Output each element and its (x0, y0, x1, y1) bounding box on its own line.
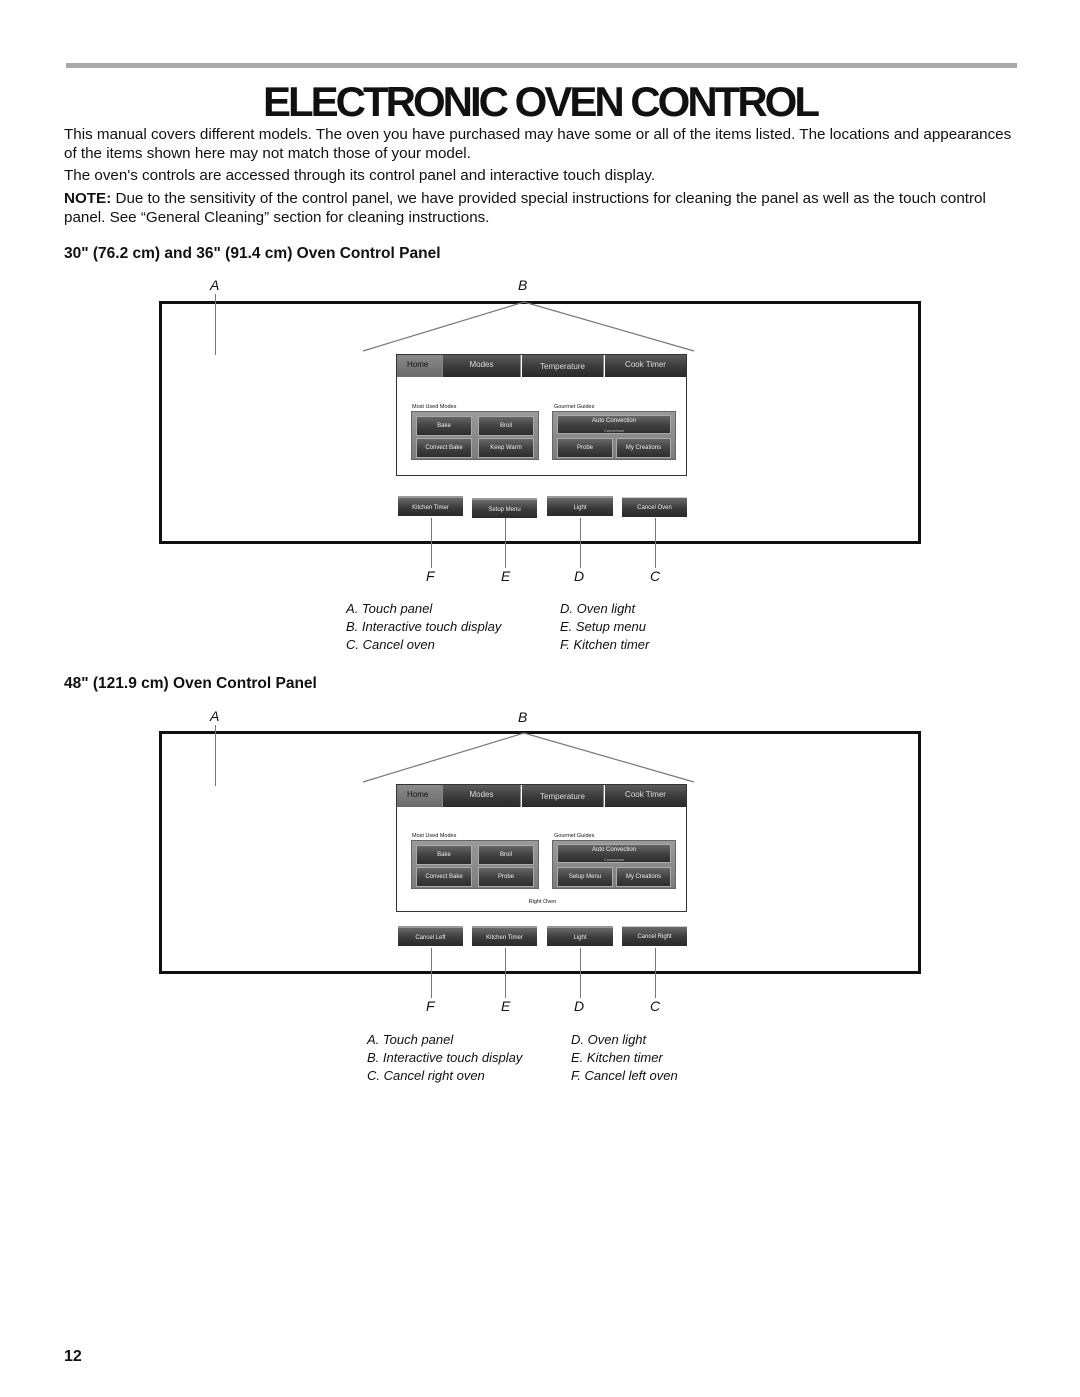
panel48-legend-c: C. Cancel right oven (367, 1068, 485, 1083)
panel48-right-oven-label: Right Oven (528, 899, 557, 905)
panel48-my-creations-button[interactable]: My Creations (616, 867, 671, 887)
panel48-gourmet-label: Gourmet Guides (554, 833, 595, 839)
panel30-label-e: E (501, 568, 511, 584)
panel48-label-c: C (650, 998, 661, 1014)
panel30-heading: 30" (76.2 cm) and 36" (91.4 cm) Oven Con… (64, 245, 441, 262)
panel48-leader-c (655, 948, 656, 998)
panel48-conversion-label: Conversion (603, 857, 625, 862)
panel48-probe-button[interactable]: Probe (478, 867, 534, 887)
panel30-touch-display: Home Modes Temperature Cook Timer Most U… (396, 354, 687, 476)
page-title: ELECTRONIC OVEN CONTROL (262, 78, 820, 125)
panel48-kitchen-timer-button[interactable]: Kitchen Timer (472, 926, 537, 946)
panel30-broil-button[interactable]: Broil (478, 416, 534, 436)
panel30-leader-b (362, 301, 695, 352)
note-text: Due to the sensitivity of the control pa… (64, 190, 986, 226)
panel30-kitchen-timer-button[interactable]: Kitchen Timer (398, 496, 463, 516)
panel48-setup-menu-button[interactable]: Setup Menu (557, 867, 613, 887)
panel30-legend-d: D. Oven light (560, 601, 636, 616)
panel30-cancel-oven-button[interactable]: Cancel Oven (622, 497, 687, 517)
panel48-tab-modes[interactable]: Modes (443, 785, 521, 807)
panel48-auto-convection-button[interactable]: Auto Convection Conversion (557, 844, 671, 863)
panel30-tab-temperature[interactable]: Temperature (522, 355, 604, 377)
panel48-most-used-label: Most Used Modes (412, 833, 457, 839)
panel48-cancel-left-button[interactable]: Cancel Left (398, 926, 463, 946)
panel48-label-b: B (518, 709, 528, 725)
panel48-light-button[interactable]: Light (547, 926, 613, 946)
panel30-label-c: C (650, 568, 661, 584)
panel48-legend-a: A. Touch panel (367, 1032, 454, 1047)
panel30-label-f: F (426, 568, 435, 584)
panel48-label-d: D (574, 998, 585, 1014)
intro-paragraph-1: This manual covers different models. The… (64, 126, 1012, 162)
panel30-tab-cook-timer[interactable]: Cook Timer (605, 355, 686, 377)
panel30-label-a: A (210, 277, 220, 293)
panel48-label-e: E (501, 998, 511, 1014)
panel30-my-creations-button[interactable]: My Creations (616, 438, 671, 458)
intro-paragraph-2: The oven's controls are accessed through… (64, 167, 656, 184)
panel48-legend-f: F. Cancel left oven (571, 1068, 678, 1083)
panel30-light-button[interactable]: Light (547, 496, 613, 516)
panel30-label-d: D (574, 568, 585, 584)
panel30-legend-a: A. Touch panel (346, 601, 433, 616)
panel30-tab-modes[interactable]: Modes (443, 355, 521, 377)
panel48-legend-d: D. Oven light (571, 1032, 647, 1047)
panel30-gourmet-group: Auto Convection Conversion Probe My Crea… (552, 411, 676, 460)
panel30-auto-convection-label: Auto Convection (591, 418, 637, 424)
panel48-cancel-right-button[interactable]: Cancel Right (622, 926, 687, 946)
panel48-broil-button[interactable]: Broil (478, 845, 534, 865)
panel30-leader-c (655, 518, 656, 568)
panel30-legend-f: F. Kitchen timer (560, 637, 650, 652)
panel48-tab-temperature[interactable]: Temperature (522, 785, 604, 807)
panel48-legend-e: E. Kitchen timer (571, 1050, 663, 1065)
page-number: 12 (64, 1348, 82, 1365)
panel30-leader-a (215, 294, 216, 355)
panel30-leader-e (505, 518, 506, 568)
panel30-conversion-label: Conversion (603, 428, 625, 433)
panel30-setup-menu-button[interactable]: Setup Menu (472, 498, 537, 518)
panel48-most-used-group: Bake Broil Convect Bake Probe (411, 840, 539, 889)
panel30-leader-d (580, 518, 581, 568)
panel48-leader-d (580, 948, 581, 998)
panel30-convect-bake-button[interactable]: Convect Bake (416, 438, 472, 458)
panel48-bake-button[interactable]: Bake (416, 845, 472, 865)
panel30-most-used-label: Most Used Modes (412, 404, 457, 410)
panel48-leader-e (505, 948, 506, 998)
panel48-auto-convection-label: Auto Convection (591, 847, 637, 853)
panel30-tab-home[interactable]: Home (397, 355, 443, 377)
panel30-legend-e: E. Setup menu (560, 619, 646, 634)
panel30-bake-button[interactable]: Bake (416, 416, 472, 436)
panel30-legend-b: B. Interactive touch display (346, 619, 502, 634)
panel30-auto-convection-button[interactable]: Auto Convection Conversion (557, 415, 671, 434)
top-rule (66, 63, 1017, 68)
panel30-leader-f (431, 518, 432, 568)
panel48-gourmet-group: Auto Convection Conversion Setup Menu My… (552, 840, 676, 889)
panel48-leader-b (362, 732, 695, 783)
note-paragraph: NOTE: Due to the sensitivity of the cont… (64, 190, 1024, 227)
panel48-touch-display: Home Modes Temperature Cook Timer Most U… (396, 784, 687, 912)
panel48-convect-bake-button[interactable]: Convect Bake (416, 867, 472, 887)
panel48-label-f: F (426, 998, 435, 1014)
panel30-label-b: B (518, 277, 528, 293)
panel30-legend-c: C. Cancel oven (346, 637, 435, 652)
panel30-gourmet-label: Gourmet Guides (554, 404, 595, 410)
panel48-heading: 48" (121.9 cm) Oven Control Panel (64, 675, 317, 692)
panel48-leader-a (215, 725, 216, 786)
panel48-tab-home[interactable]: Home (397, 785, 443, 807)
panel48-leader-f (431, 948, 432, 998)
panel30-probe-button[interactable]: Probe (557, 438, 613, 458)
panel30-keep-warm-button[interactable]: Keep Warm (478, 438, 534, 458)
panel30-most-used-group: Bake Broil Convect Bake Keep Warm (411, 411, 539, 460)
panel48-tab-cook-timer[interactable]: Cook Timer (605, 785, 686, 807)
panel48-legend-b: B. Interactive touch display (367, 1050, 523, 1065)
panel48-label-a: A (210, 708, 220, 724)
note-label: NOTE: (64, 190, 112, 207)
